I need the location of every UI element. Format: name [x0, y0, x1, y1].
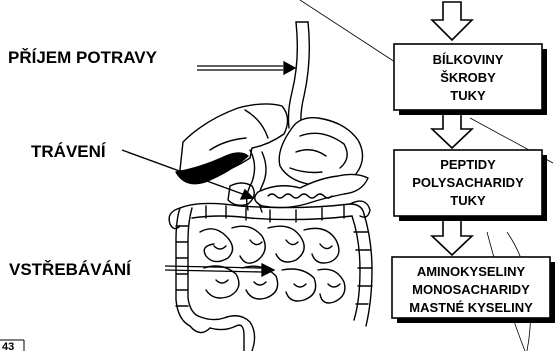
- box3-line3: MASTNÉ KYSELINY: [409, 300, 533, 315]
- flow-arrow-top: [432, 2, 472, 40]
- box2-line2: POLYSACHARIDY: [412, 175, 524, 190]
- box2-line1: PEPTIDY: [440, 157, 496, 172]
- box2-line3: TUKY: [450, 193, 486, 208]
- page-number: 43: [2, 341, 14, 351]
- box1-line3: TUKY: [450, 88, 486, 103]
- stage-box-nutrients: BÍLKOVINY ŠKROBY TUKY: [394, 44, 547, 115]
- stage-box-digested: PEPTIDY POLYSACHARIDY TUKY: [394, 150, 547, 221]
- box3-line2: MONOSACHARIDY: [412, 282, 530, 297]
- page-number-box: 43: [0, 340, 24, 351]
- label-intake: PŘÍJEM POTRAVY: [8, 48, 158, 67]
- label-absorption: VSTŘEBÁVÁNÍ: [9, 260, 132, 279]
- esophagus-shape: [288, 22, 297, 128]
- digestive-tract-illustration: [169, 22, 372, 351]
- small-intestine-shape: [200, 226, 345, 303]
- flow-arrow-2: [432, 219, 472, 255]
- stage-box-absorbed: AMINOKYSELINY MONOSACHARIDY MASTNÉ KYSEL…: [392, 257, 555, 323]
- intake-arrow: [197, 62, 295, 74]
- box3-line1: AMINOKYSELINY: [417, 264, 526, 279]
- label-digestion: TRÁVENÍ: [31, 142, 107, 161]
- flow-arrow-1: [432, 112, 472, 148]
- box1-line2: ŠKROBY: [440, 70, 496, 85]
- box1-line1: BÍLKOVINY: [433, 52, 504, 67]
